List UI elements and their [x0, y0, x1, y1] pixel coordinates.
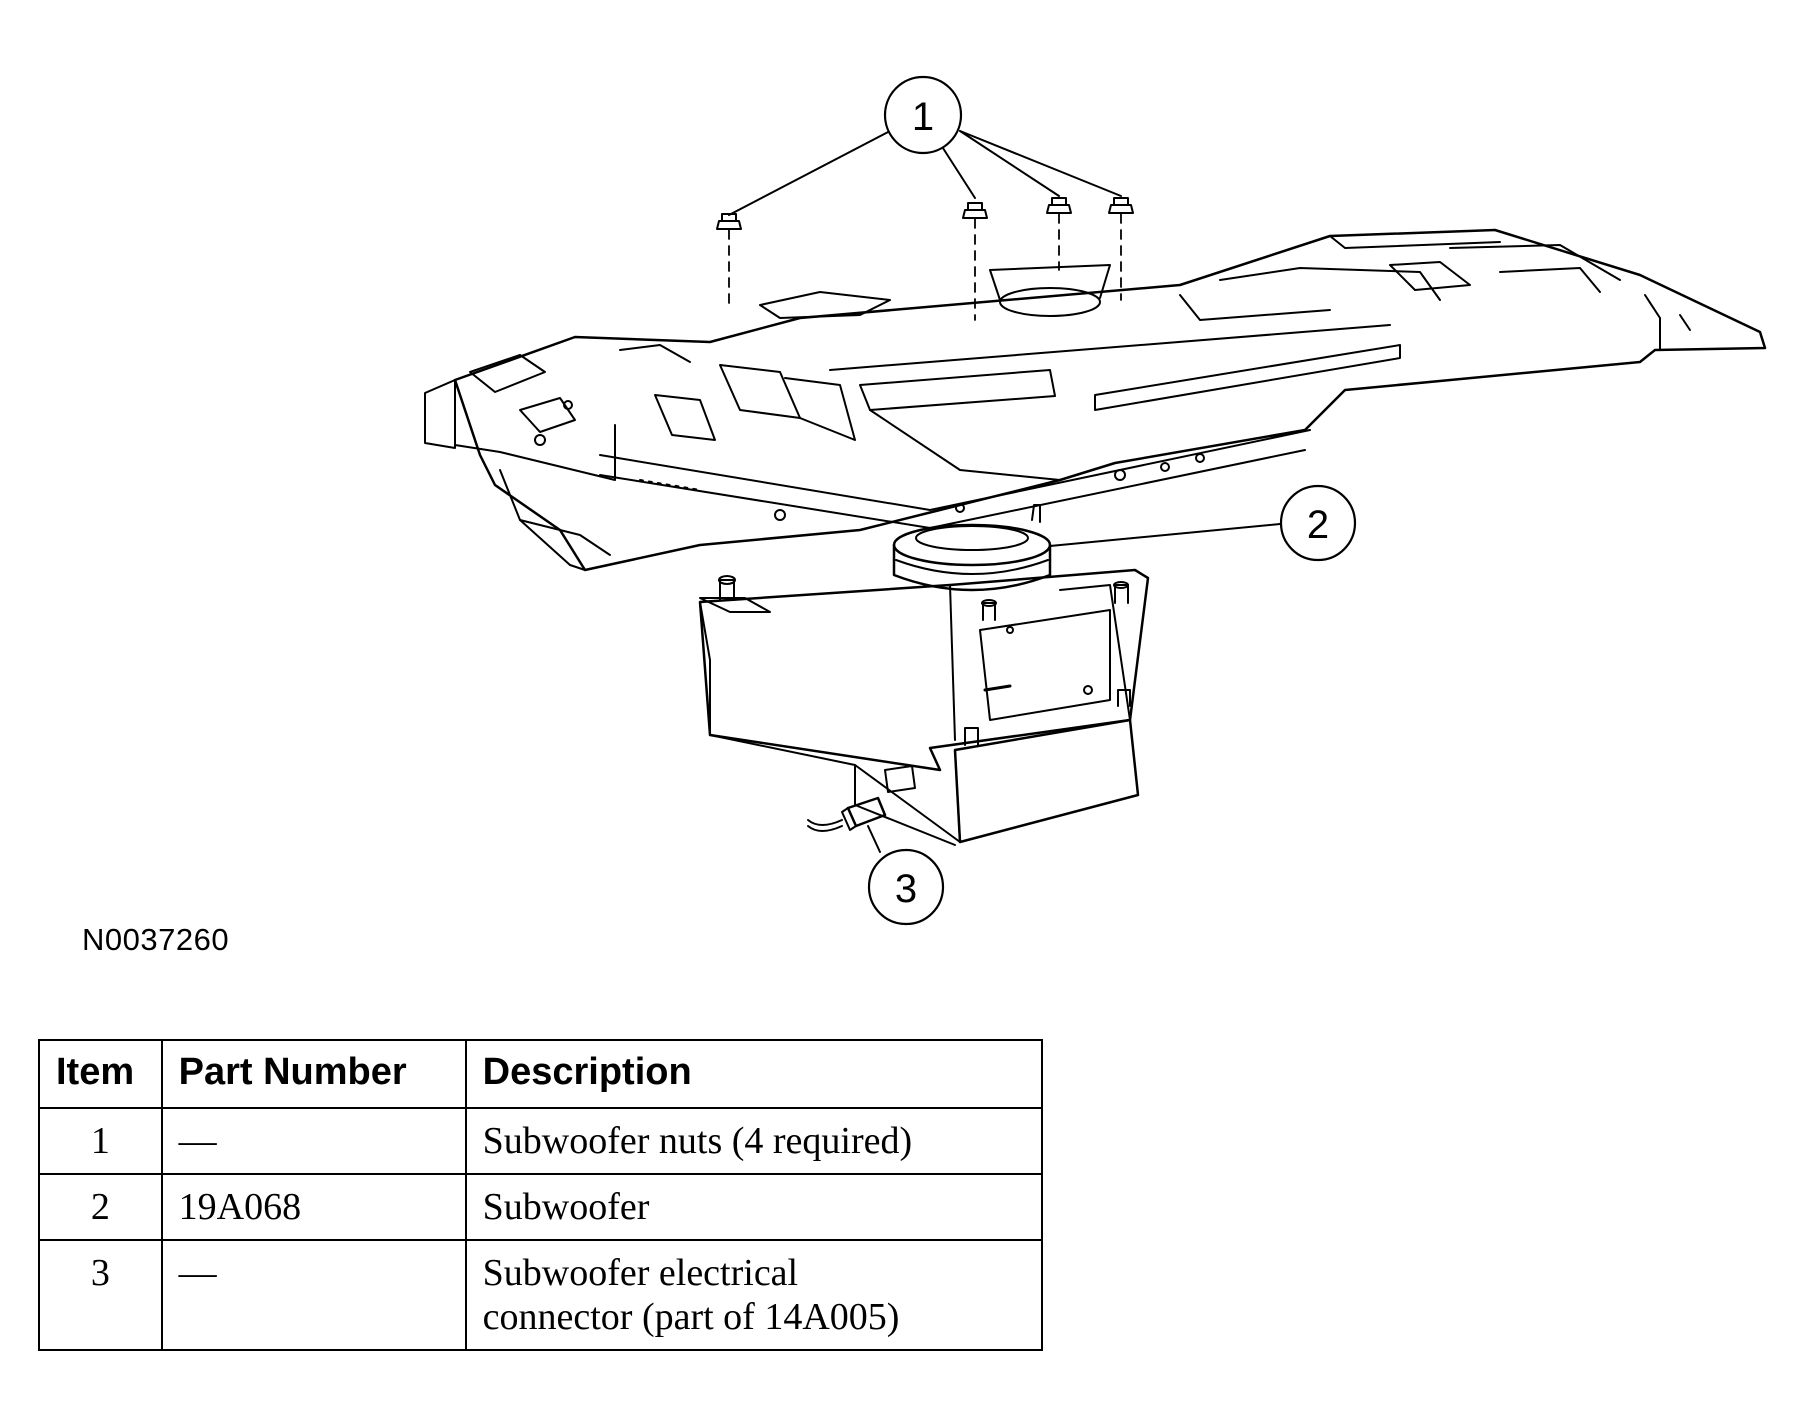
- header-item: Item: [38, 1039, 163, 1109]
- item-cell: 3: [38, 1239, 163, 1351]
- item-cell: 1: [38, 1107, 163, 1175]
- electrical-connector: [807, 796, 887, 832]
- callout-1: 1: [728, 75, 1122, 216]
- table-row: 1 — Subwoofer nuts (4 required): [38, 1107, 1044, 1175]
- callout-label: 1: [912, 95, 934, 139]
- nut: [716, 213, 742, 311]
- callout-label: 2: [1307, 503, 1329, 547]
- callout-label: 3: [895, 867, 917, 911]
- description-line: Subwoofer electrical: [482, 1252, 799, 1294]
- nut: [962, 202, 988, 321]
- part-number-cell: —: [160, 1107, 467, 1175]
- callout-2: 2: [1049, 484, 1357, 562]
- description-cell: Subwoofer: [464, 1173, 1044, 1241]
- exploded-view-diagram: 1 2 3: [424, 75, 1767, 926]
- subwoofer-enclosure: [698, 568, 1150, 846]
- item-cell: 2: [38, 1173, 163, 1241]
- table-row: 2 19A068 Subwoofer: [38, 1173, 1044, 1241]
- description-cell: Subwoofer nuts (4 required): [464, 1107, 1044, 1175]
- header-description: Description: [464, 1039, 1044, 1109]
- table-header-row: Item Part Number Description: [38, 1039, 1044, 1109]
- parts-table: Item Part Number Description 1 — Subwoof…: [38, 1039, 1044, 1351]
- nut: [1046, 197, 1072, 271]
- description-line: connector (part of 14A005): [482, 1296, 900, 1338]
- figure-id: N0037260: [82, 922, 230, 957]
- callout-3: 3: [867, 825, 945, 926]
- subwoofer: [892, 504, 1052, 592]
- part-number-cell: —: [160, 1239, 467, 1351]
- part-number-cell: 19A068: [160, 1173, 467, 1241]
- header-part-number: Part Number: [160, 1039, 467, 1109]
- description-line: Subwoofer nuts (4 required): [482, 1120, 913, 1162]
- floor-pan: [424, 228, 1767, 572]
- nut: [1108, 197, 1134, 301]
- description-line: Subwoofer: [482, 1186, 650, 1228]
